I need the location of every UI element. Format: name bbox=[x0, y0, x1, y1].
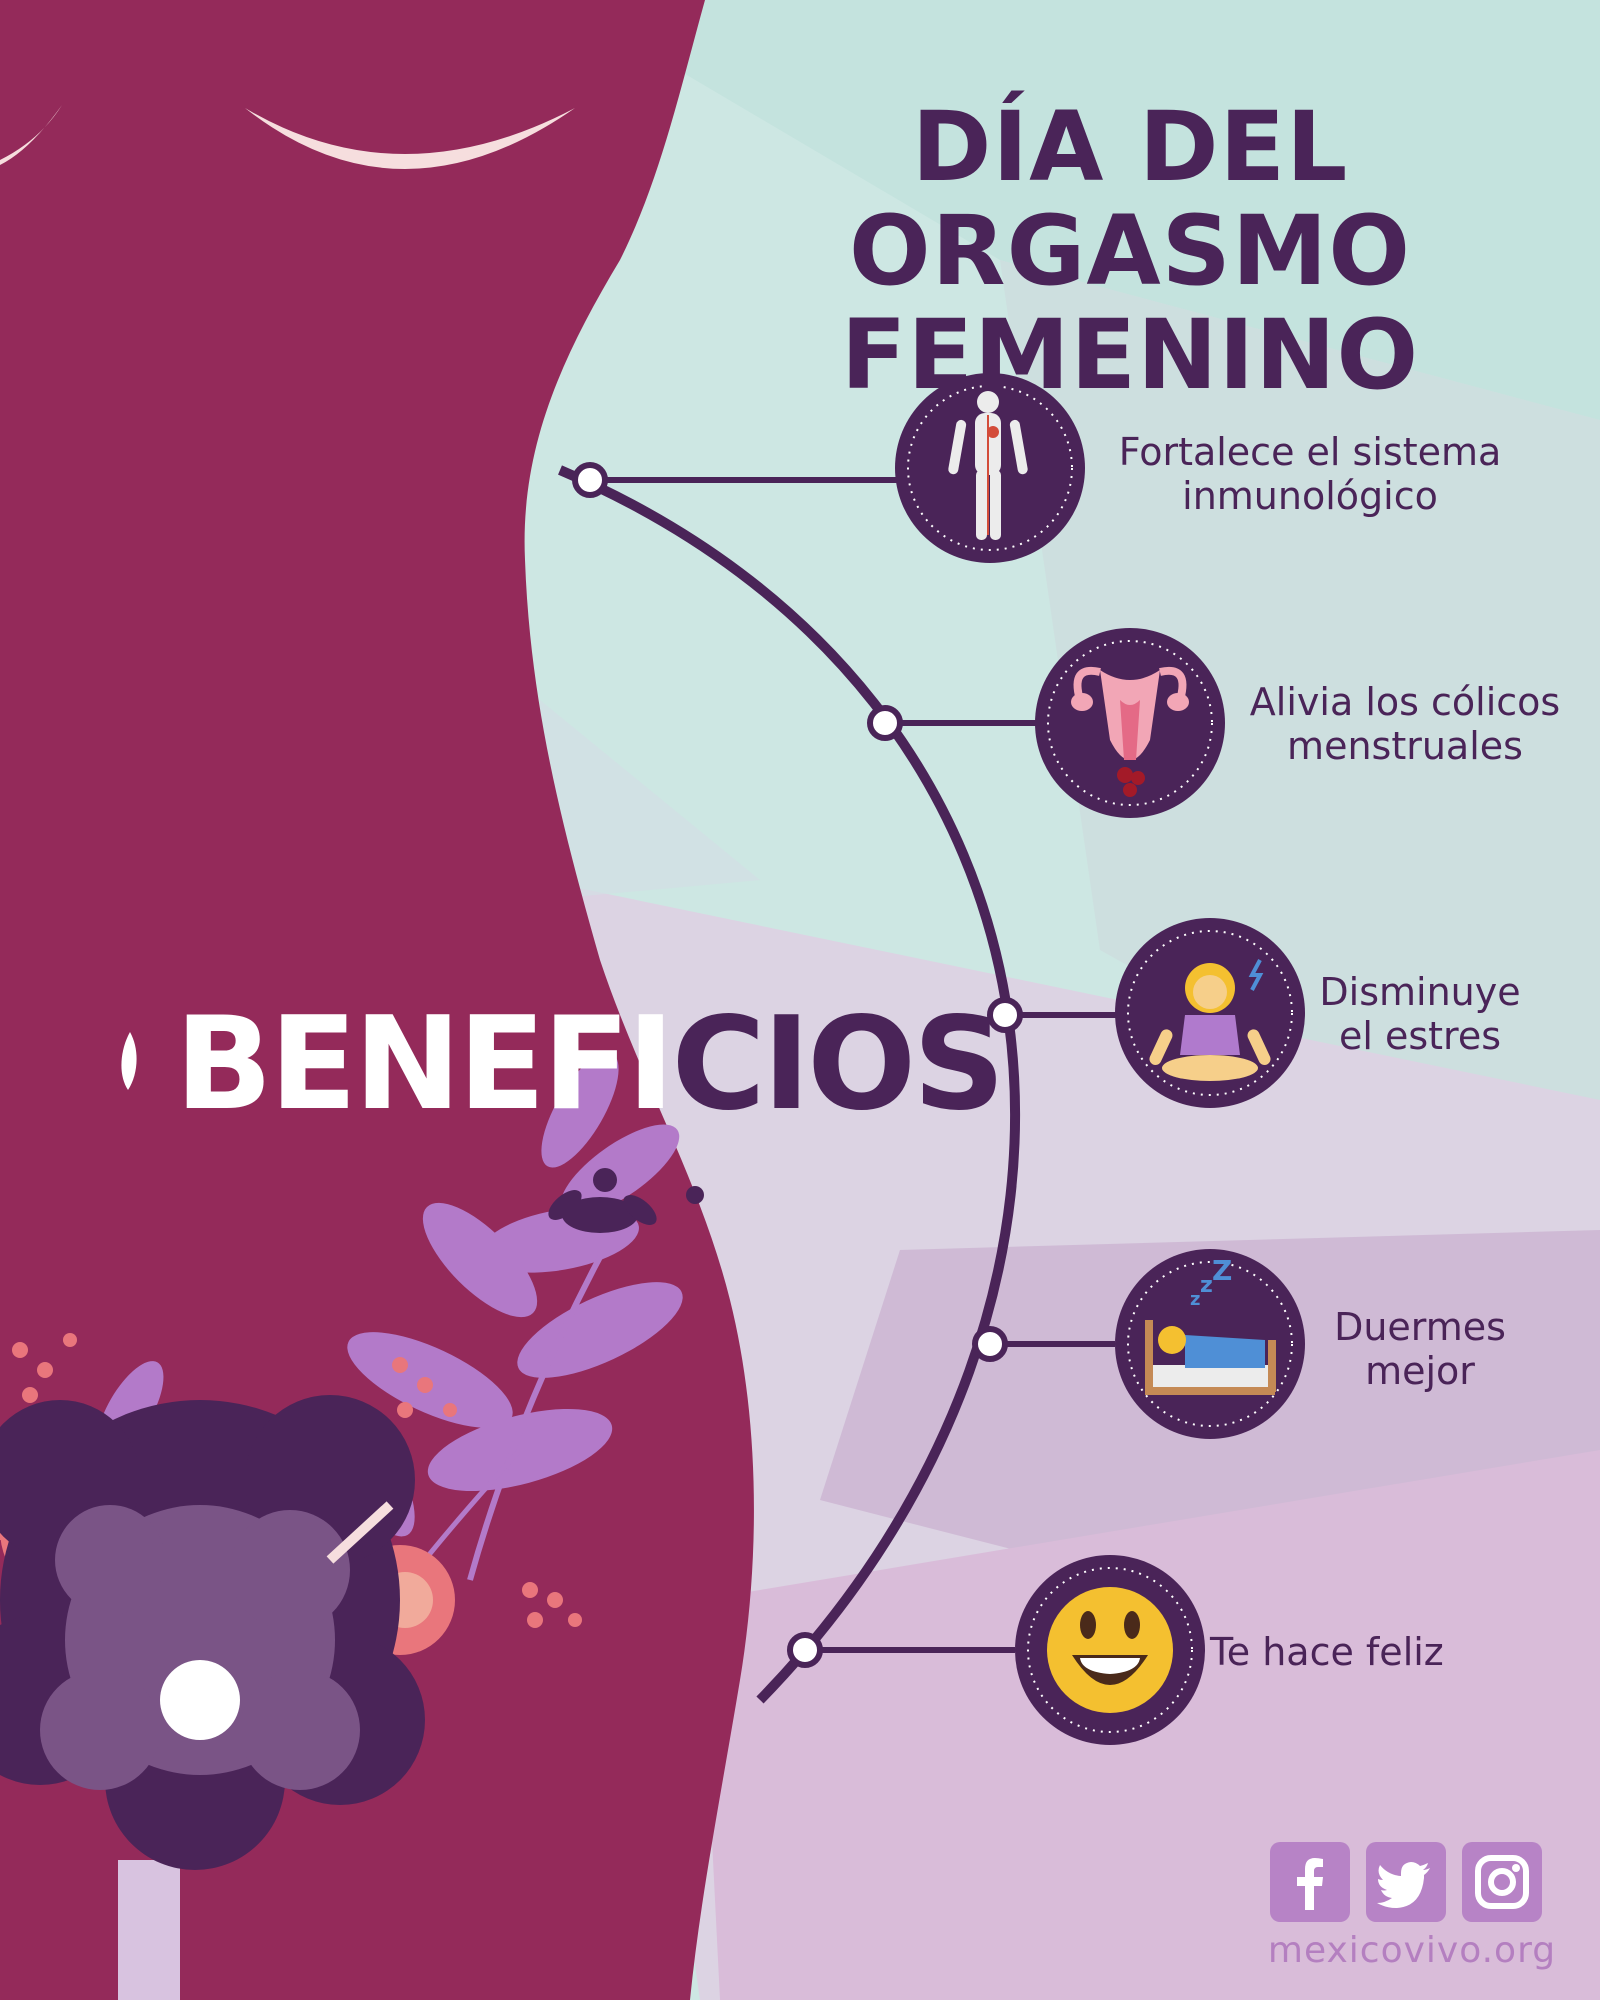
benefit-5-line-1: Te hace feliz bbox=[1210, 1630, 1444, 1674]
flower-decoration bbox=[0, 1052, 704, 1870]
benefit-4-line-2: mejor bbox=[1365, 1349, 1475, 1393]
benefit-2-line-2: menstruales bbox=[1287, 724, 1523, 768]
node-2 bbox=[867, 705, 903, 741]
purple-flower bbox=[0, 1395, 425, 1870]
benefits-heading: BENEFICIOS bbox=[175, 990, 1006, 1140]
facebook-icon[interactable] bbox=[1270, 1842, 1350, 1922]
neck-curve bbox=[245, 108, 575, 169]
svg-text:Z: Z bbox=[1212, 1254, 1232, 1287]
benefit-1-line-1: Fortalece el sistema bbox=[1118, 430, 1502, 474]
website-url[interactable]: mexicovivo.org bbox=[1267, 1930, 1557, 1971]
meditating-woman-icon bbox=[1115, 918, 1305, 1108]
uterus-icon bbox=[1035, 628, 1225, 818]
sleeping-in-bed-icon: z z Z bbox=[1115, 1249, 1305, 1439]
benefit-1-line-2: inmunológico bbox=[1182, 474, 1438, 518]
node-1 bbox=[572, 462, 608, 498]
twitter-icon[interactable] bbox=[1366, 1842, 1446, 1922]
human-body-icon bbox=[895, 373, 1085, 563]
smiley-face-icon bbox=[1015, 1555, 1205, 1745]
benefits-heading-light: BENEFI bbox=[175, 990, 675, 1139]
title-line-1: DÍA DEL ORGASMO bbox=[849, 91, 1411, 307]
benefit-2-text: Alivia los cólicos menstruales bbox=[1230, 680, 1580, 768]
node-5 bbox=[787, 1632, 823, 1668]
page-title: DÍA DEL ORGASMO FEMENINO bbox=[690, 95, 1570, 407]
benefits-heading-dark: CIOS bbox=[671, 990, 1006, 1139]
node-3 bbox=[987, 997, 1023, 1033]
node-4 bbox=[972, 1326, 1008, 1362]
benefit-3-line-2: el estres bbox=[1338, 1014, 1502, 1058]
benefit-1-text: Fortalece el sistema inmunológico bbox=[1085, 430, 1535, 518]
benefit-4-line-1: Duermes bbox=[1334, 1305, 1506, 1349]
benefit-3-line-1: Disminuye bbox=[1319, 970, 1521, 1014]
instagram-icon[interactable] bbox=[1462, 1842, 1542, 1922]
teardrop-mark bbox=[121, 1032, 137, 1090]
benefit-3-text: Disminuye el estres bbox=[1310, 970, 1530, 1058]
benefit-5-text: Te hace feliz bbox=[1210, 1630, 1500, 1674]
svg-text:z: z bbox=[1200, 1273, 1213, 1298]
benefit-2-line-1: Alivia los cólicos bbox=[1249, 680, 1561, 724]
benefit-4-text: Duermes mejor bbox=[1310, 1305, 1530, 1393]
shoulder-curve bbox=[0, 105, 62, 165]
leg-gap bbox=[118, 1860, 180, 2000]
svg-text:z: z bbox=[1190, 1289, 1200, 1310]
title-line-2: FEMENINO bbox=[840, 299, 1420, 411]
